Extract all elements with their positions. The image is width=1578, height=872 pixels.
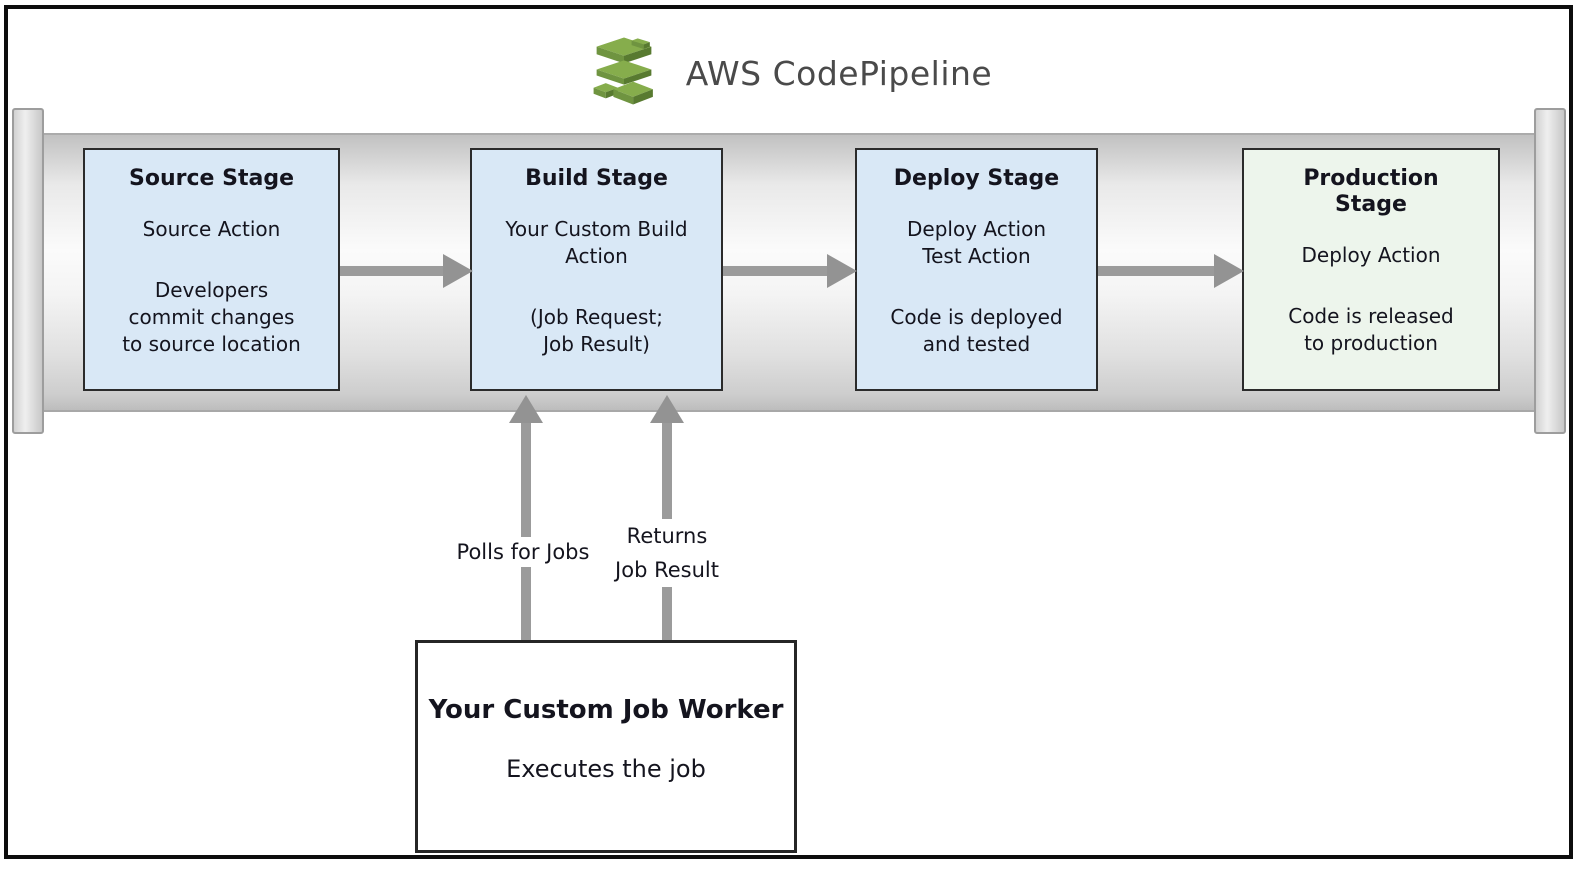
- codepipeline-icon: [586, 36, 662, 110]
- arrow-build-to-deploy: [723, 254, 857, 288]
- polls-for-jobs-label: Polls for Jobs: [445, 537, 601, 567]
- stage-description: (Job Request; Job Result): [530, 305, 663, 356]
- custom-job-worker-box: Your Custom Job Worker Executes the job: [415, 640, 797, 853]
- arrow-head-right-icon: [1214, 254, 1244, 288]
- stage-description: Developers commit changes to source loca…: [122, 278, 301, 356]
- stage-title: Production Stage: [1303, 166, 1439, 217]
- arrow-shaft: [340, 266, 443, 276]
- arrow-source-to-build: [340, 254, 473, 288]
- arrow-shaft: [1098, 266, 1214, 276]
- worker-description: Executes the job: [506, 755, 706, 783]
- arrow-worker-returns-job-result: [650, 395, 684, 640]
- arrow-shaft: [521, 423, 531, 640]
- arrow-shaft: [723, 266, 827, 276]
- stage-action: Your Custom Build Action: [505, 217, 688, 268]
- pipe-cap-right: [1534, 108, 1566, 434]
- stage-title: Build Stage: [525, 166, 668, 191]
- stage-action: Source Action: [142, 217, 281, 241]
- stage-title: Source Stage: [129, 166, 294, 191]
- stage-action: Deploy Action Test Action: [906, 217, 1047, 268]
- stage-box-production: Production Stage Deploy Action Code is r…: [1242, 148, 1500, 391]
- stage-description: Code is deployed and tested: [890, 305, 1063, 356]
- diagram-title: AWS CodePipeline: [685, 53, 993, 93]
- stage-title: Deploy Stage: [893, 166, 1060, 191]
- stage-action: Deploy Action: [1301, 243, 1441, 267]
- arrow-head-up-icon: [509, 395, 543, 423]
- stage-box-deploy: Deploy Stage Deploy Action Test Action C…: [855, 148, 1098, 391]
- arrow-deploy-to-production: [1098, 254, 1244, 288]
- diagram-outer-frame: [4, 5, 1573, 859]
- arrow-head-right-icon: [443, 254, 473, 288]
- stage-box-build: Build Stage Your Custom Build Action (Jo…: [470, 148, 723, 391]
- arrow-head-right-icon: [827, 254, 857, 288]
- stage-description: Code is released to production: [1288, 304, 1454, 355]
- arrow-head-up-icon: [650, 395, 684, 423]
- returns-job-result-label: Returns Job Result: [597, 519, 737, 587]
- arrow-worker-polls-for-jobs: [509, 395, 543, 640]
- diagram-header: AWS CodePipeline: [0, 36, 1578, 110]
- pipe-cap-left: [12, 108, 44, 434]
- stage-box-source: Source Stage Source Action Developers co…: [83, 148, 340, 391]
- worker-title: Your Custom Job Worker: [428, 695, 784, 725]
